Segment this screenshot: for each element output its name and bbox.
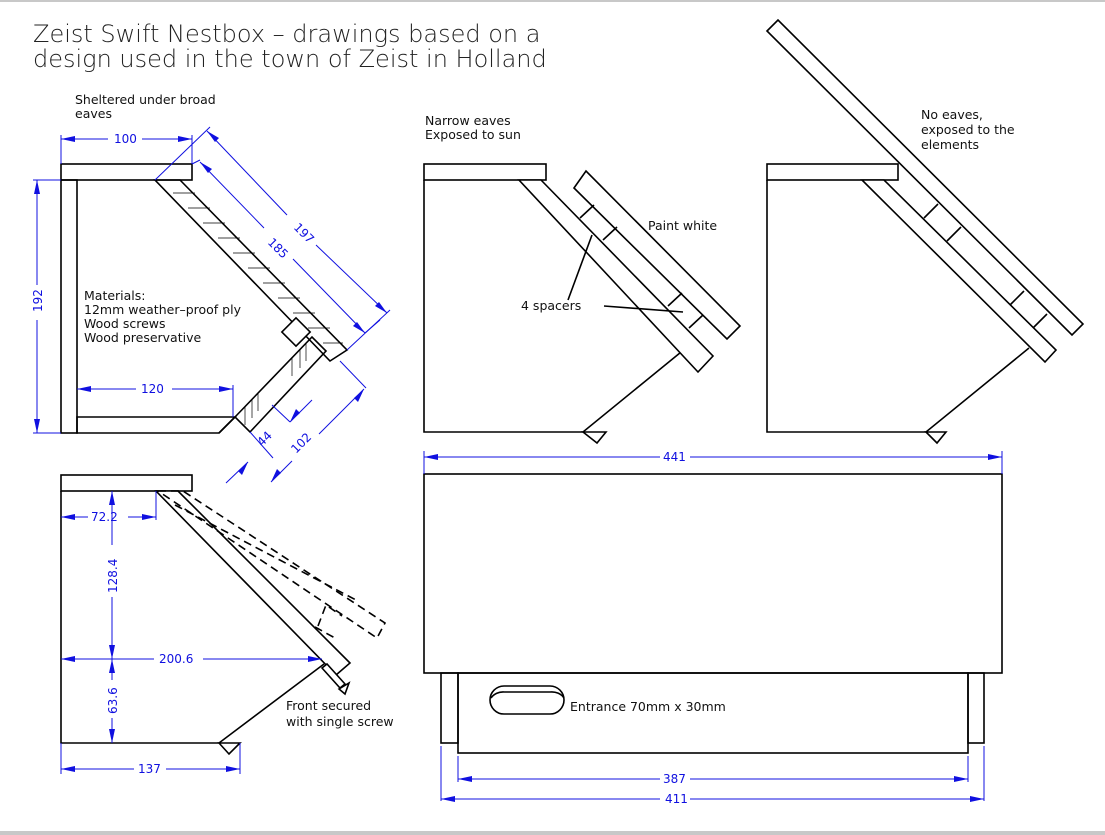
- dim-floor-label: 137: [138, 762, 161, 776]
- joining-block: [280, 316, 312, 348]
- front-panel: [154, 490, 352, 677]
- floor-tip: [217, 742, 242, 756]
- front-elevation-view: Entrance 70mm x 30mm 441 387 411: [423, 450, 1003, 806]
- dimension-outer-width: 411: [440, 746, 985, 806]
- materials-item-3: Wood preservative: [84, 330, 201, 345]
- dim-depth-label: 200.6: [159, 652, 193, 666]
- frame-top-border: [0, 0, 1105, 2]
- dimension-height: 192: [31, 179, 61, 434]
- dim-inner-label: 387: [663, 772, 686, 786]
- dim-lower-height-label: 63.6: [106, 687, 120, 714]
- dim-front-outer-label: 197: [291, 220, 317, 246]
- narrow-caption-2: Exposed to sun: [425, 127, 521, 142]
- dimension-upper-height: 128.4: [106, 491, 120, 659]
- back-panel: [60, 179, 78, 434]
- roof-front: [423, 473, 1003, 674]
- lower-panel-hatch: [244, 343, 307, 425]
- weather-shield-panel: [765, 18, 1085, 337]
- spacer-leader-2: [603, 305, 684, 313]
- dim-lip-label: 44: [254, 428, 275, 449]
- dimension-floor: 137: [60, 743, 241, 776]
- entrance-hole: [489, 685, 565, 715]
- spacers: [579, 204, 704, 329]
- sheltered-view: Sheltered under broad eaves Materials: 1…: [31, 92, 391, 484]
- dimension-inner-width: 387: [457, 756, 969, 786]
- box-body: [60, 491, 325, 744]
- hinged-front-view: Front secured with single screw 72.2 128…: [60, 474, 394, 776]
- spacer-leader-1: [567, 234, 593, 301]
- frame-bottom-border: [0, 831, 1105, 835]
- dimension-roof-width: 100: [60, 132, 193, 164]
- roof-panel: [60, 474, 193, 492]
- materials-item-2: Wood screws: [84, 316, 166, 331]
- sheltered-caption-1: Sheltered under broad: [75, 92, 216, 107]
- roof-panel: [423, 163, 547, 181]
- entrance-note: Entrance 70mm x 30mm: [570, 699, 726, 714]
- box-body: [766, 180, 1030, 433]
- dim-roof-width-label: 100: [114, 132, 137, 146]
- dim-overall-label: 441: [663, 450, 686, 464]
- right-side-panel: [967, 672, 985, 744]
- front-secured-note-2: with single screw: [286, 714, 394, 729]
- spacers-note: 4 spacers: [521, 298, 581, 313]
- dim-outer-label: 411: [665, 792, 688, 806]
- floor-tip: [924, 431, 948, 445]
- no-eaves-caption-1: No eaves,: [921, 107, 983, 122]
- floor-panel: [76, 416, 237, 434]
- no-eaves-caption-2: exposed to the: [921, 122, 1015, 137]
- front-panel: [860, 179, 1058, 364]
- dim-upper-height-label: 128.4: [106, 559, 120, 593]
- dimension-overall-width: 441: [423, 450, 1003, 474]
- dim-front-inner-label: 185: [265, 235, 291, 261]
- narrow-caption-1: Narrow eaves: [425, 113, 511, 128]
- materials-item-1: 12mm weather–proof ply: [84, 302, 242, 317]
- roof-panel: [60, 163, 193, 181]
- box-body: [423, 180, 687, 433]
- no-eaves-caption-3: elements: [921, 137, 979, 152]
- screw-icon: [320, 662, 351, 696]
- sun-shield-panel: [572, 169, 742, 341]
- no-eaves-view: No eaves, exposed to the elements: [765, 18, 1085, 445]
- floor-tip: [580, 431, 608, 445]
- dimension-front-lower: 102: [270, 360, 367, 483]
- sheltered-caption-2: eaves: [75, 106, 112, 121]
- dim-front-lower-label: 102: [288, 430, 314, 456]
- dimension-top-offset: 72.2: [61, 491, 157, 524]
- dimension-lower-height: 63.6: [106, 659, 120, 743]
- roof-panel: [766, 163, 899, 181]
- title-line-1: Zeist Swift Nestbox – drawings based on …: [33, 20, 540, 48]
- dim-top-offset-label: 72.2: [91, 510, 118, 524]
- dim-floor-label: 120: [141, 382, 164, 396]
- dimension-floor: 120: [77, 382, 234, 417]
- narrow-eaves-view: Narrow eaves Exposed to sun Paint white …: [423, 113, 742, 445]
- front-panel-lower: [233, 335, 328, 434]
- title-line-2: design used in the town of Zeist in Holl…: [33, 45, 547, 73]
- left-side-panel: [440, 672, 459, 744]
- floor-join: [218, 416, 236, 434]
- paint-white-note: Paint white: [648, 218, 717, 233]
- spacers: [923, 203, 1048, 329]
- dim-height-label: 192: [31, 289, 45, 312]
- front-panel-hatch: [173, 192, 343, 344]
- dimension-depth: 200.6: [61, 652, 322, 666]
- front-secured-note-1: Front secured: [286, 698, 371, 713]
- front-panel-open-position: [155, 490, 387, 640]
- front-panel: [457, 672, 969, 754]
- materials-heading: Materials:: [84, 288, 146, 303]
